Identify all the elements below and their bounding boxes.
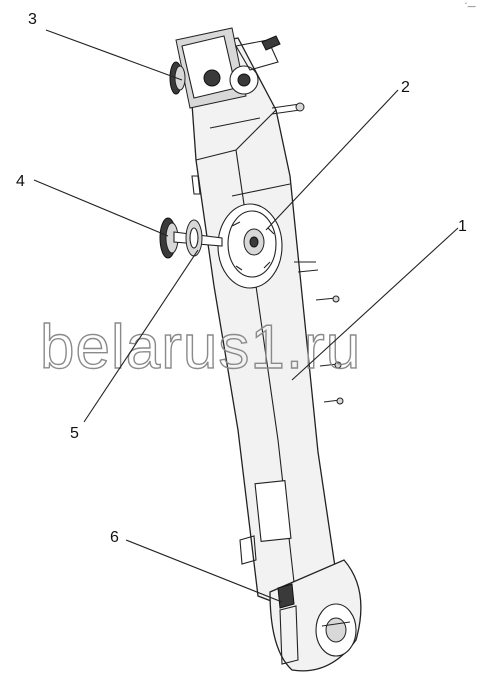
side-sprocket: [159, 217, 179, 259]
top-head-assembly: [175, 27, 305, 115]
callout-1: 1: [458, 218, 467, 235]
leader-line-2: [265, 89, 399, 231]
watermark-text: belarus1.ru: [40, 313, 361, 382]
leader-line-5: [83, 249, 199, 423]
leader-line-3: [45, 29, 183, 81]
corner-mark: ´—: [465, 2, 476, 11]
callout-5: 5: [70, 425, 79, 442]
leader-line-4: [33, 179, 169, 237]
drive-shaft: [173, 219, 223, 257]
callout-6: 6: [110, 529, 119, 546]
callout-2: 2: [401, 79, 410, 96]
leader-lines: [33, 29, 459, 603]
pulley-wheel: [217, 203, 283, 289]
leader-line-6: [125, 539, 283, 603]
callout-3: 3: [28, 11, 37, 28]
callout-4: 4: [16, 173, 25, 190]
elevator-housing: [187, 37, 344, 613]
leader-line-1: [291, 227, 459, 381]
